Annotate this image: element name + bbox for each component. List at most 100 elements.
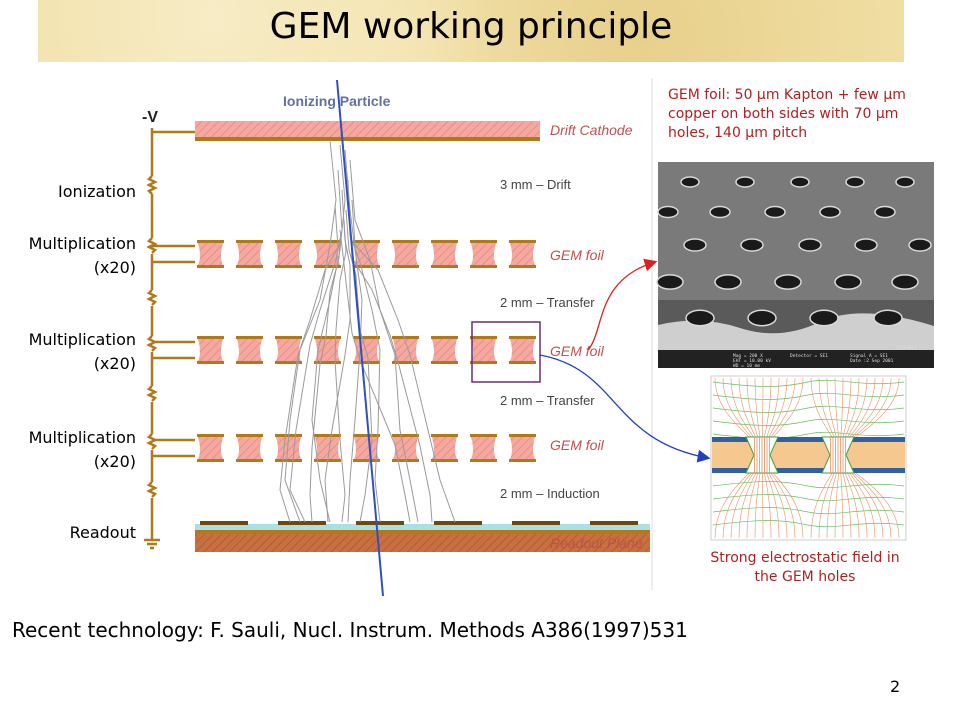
micrograph-hole <box>809 309 839 327</box>
foil-copper-bottom <box>431 459 458 462</box>
foil-copper-bottom <box>431 265 458 268</box>
micrograph-hole <box>735 176 755 188</box>
drift-cathode-label: Drift Cathode <box>550 122 633 138</box>
micrograph-hole <box>657 205 679 219</box>
foil-copper-bottom <box>197 265 224 268</box>
foil-copper-bottom <box>353 361 380 364</box>
micrograph-hole <box>891 274 919 290</box>
label-multiplication-3: Multiplication (x20) <box>29 426 136 474</box>
foil-kapton-segment <box>354 339 379 361</box>
foil-copper-top <box>470 434 497 437</box>
foil-copper-bottom <box>236 265 263 268</box>
field-map-copper-top <box>712 437 905 442</box>
arrow-to-micrograph <box>587 258 658 351</box>
foil-copper-bottom <box>392 459 419 462</box>
foil-copper-top <box>431 336 458 339</box>
equipotential-line <box>712 379 905 387</box>
equipotential-line <box>712 520 905 528</box>
foil-copper-bottom <box>197 459 224 462</box>
foil-kapton-segment <box>510 437 535 459</box>
foil-copper-bottom <box>470 459 497 462</box>
ionizing-particle-track <box>336 79 384 597</box>
label-multiplication-1-line2: (x20) <box>93 258 136 277</box>
label-readout: Readout <box>69 523 136 542</box>
label-ionization: Ionization <box>58 182 136 201</box>
micrograph-info-1: Mag = 200 X <box>733 353 763 359</box>
foil-copper-top <box>197 336 224 339</box>
foil-kapton-segment <box>198 339 223 361</box>
foil-copper-bottom <box>509 459 536 462</box>
induction-label: 2 mm – Induction <box>500 486 600 501</box>
foil-kapton-segment <box>276 339 301 361</box>
foil-kapton-segment <box>471 243 496 265</box>
foil-copper-top <box>314 434 341 437</box>
gem-foil-3-label: GEM foil <box>550 437 605 453</box>
page-number: 2 <box>890 677 901 696</box>
foil-copper-bottom <box>392 265 419 268</box>
micrograph-caption: GEM foil: 50 μm Kapton + few μm copper o… <box>668 87 906 141</box>
micrograph-holes <box>656 176 932 327</box>
micrograph-info-4: Detector = SE1 <box>790 353 828 359</box>
micrograph-hole <box>854 238 878 252</box>
label-multiplication-2: Multiplication (x20) <box>29 328 136 376</box>
foil-copper-top <box>470 240 497 243</box>
voltage-label: -V <box>142 109 158 126</box>
label-multiplication-1-line1: Multiplication <box>28 234 136 253</box>
equipotential-line <box>712 392 905 400</box>
gem-foil-2 <box>197 336 536 364</box>
foil-copper-top <box>275 336 302 339</box>
foil-copper-top <box>470 336 497 339</box>
foil-copper-top <box>314 240 341 243</box>
foil-kapton-segment <box>354 243 379 265</box>
micrograph-hole <box>685 309 715 327</box>
foil-copper-top <box>236 240 263 243</box>
micrograph-hole <box>764 205 786 219</box>
gem-foil-1 <box>197 240 536 268</box>
foil-kapton-segment <box>393 437 418 459</box>
foil-copper-bottom <box>431 361 458 364</box>
foil-kapton-segment <box>237 339 262 361</box>
foil-kapton-segment <box>198 243 223 265</box>
foil-kapton-segment <box>393 243 418 265</box>
label-multiplication-3-line2: (x20) <box>93 452 136 471</box>
foil-copper-bottom <box>353 265 380 268</box>
drift-cathode <box>195 121 540 141</box>
foil-copper-top <box>353 434 380 437</box>
equipotential-line <box>712 494 905 502</box>
foil-copper-bottom <box>197 361 224 364</box>
arrow-to-field-map <box>539 354 711 463</box>
micrograph-hole <box>873 309 903 327</box>
gem-foil-2-label: GEM foil <box>550 343 605 359</box>
micrograph-info-7: ICSSG01T <box>895 345 917 351</box>
foil-copper-bottom <box>314 361 341 364</box>
foil-copper-top <box>509 240 536 243</box>
foil-copper-bottom <box>470 361 497 364</box>
foil-kapton-segment <box>237 243 262 265</box>
foil-kapton-segment <box>432 339 457 361</box>
field-map-caption: Strong electrostatic field in the GEM ho… <box>710 550 900 585</box>
foil-copper-bottom <box>509 265 536 268</box>
micrograph-hole <box>683 238 707 252</box>
transfer-1-label: 2 mm – Transfer <box>500 295 595 310</box>
transfer-2-label: 2 mm – Transfer <box>500 393 595 408</box>
readout-plane <box>195 521 650 552</box>
gem-foil-micrograph <box>658 162 934 368</box>
foil-copper-top <box>353 336 380 339</box>
foil-kapton-segment <box>510 243 535 265</box>
foil-copper-top <box>197 434 224 437</box>
avalanche-tracks <box>279 139 456 523</box>
micrograph-hole <box>874 205 896 219</box>
foil-kapton-segment <box>354 437 379 459</box>
foil-copper-top <box>197 240 224 243</box>
foil-kapton-segment <box>276 243 301 265</box>
foil-kapton-segment <box>315 437 340 459</box>
label-multiplication-2-line2: (x20) <box>93 354 136 373</box>
foil-copper-bottom <box>470 265 497 268</box>
micrograph-hole <box>845 176 865 188</box>
foil-copper-top <box>509 434 536 437</box>
micrograph-hole <box>895 176 915 188</box>
micrograph-info-2: EHT = 10.00 kV <box>733 358 771 364</box>
label-multiplication-3-line1: Multiplication <box>28 428 136 447</box>
foil-copper-bottom <box>509 361 536 364</box>
title-banner: GEM working principle <box>38 0 904 62</box>
